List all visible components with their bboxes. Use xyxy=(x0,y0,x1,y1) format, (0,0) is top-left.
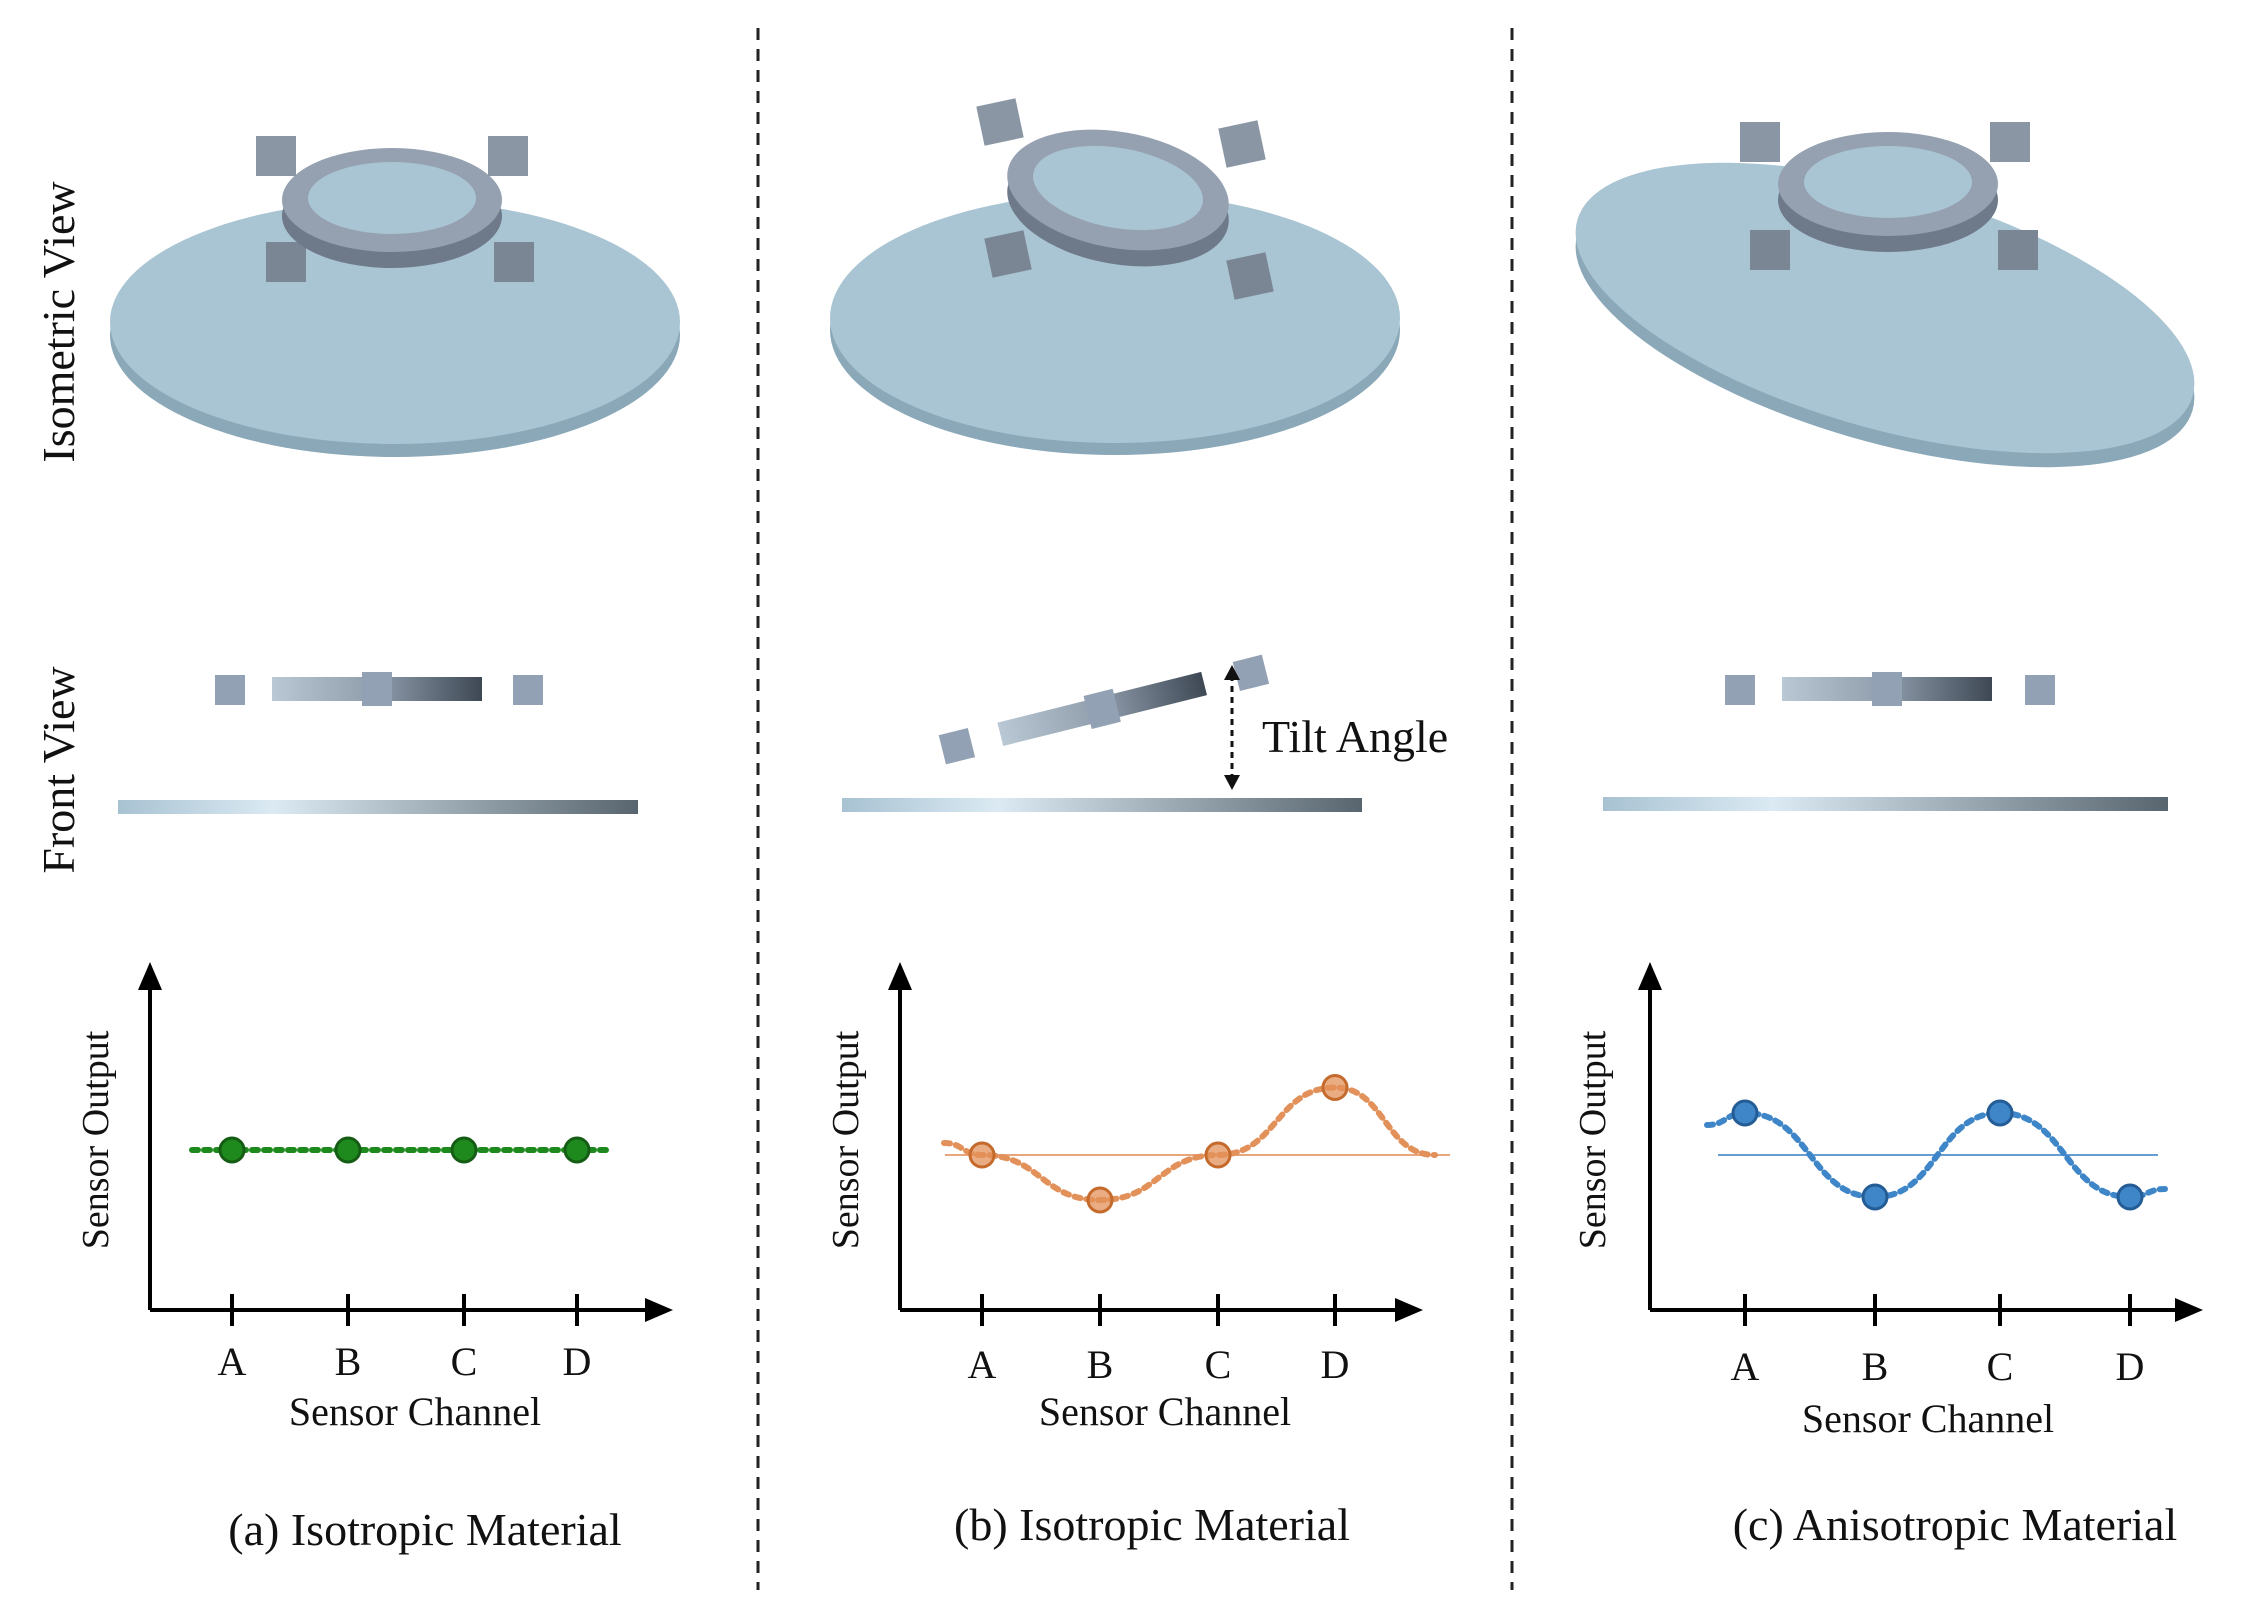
plot-b-marks: A B C D xyxy=(941,1074,1450,1387)
caption-c: (c) Anisotropic Material xyxy=(1733,1499,2178,1550)
data-point xyxy=(2116,1183,2144,1211)
caption-a: (a) Isotropic Material xyxy=(228,1504,621,1555)
isometric-view-b xyxy=(830,98,1400,455)
data-point xyxy=(1321,1074,1349,1101)
data-point xyxy=(334,1136,362,1164)
x-tick-label: D xyxy=(563,1339,592,1384)
front-view-a xyxy=(118,672,638,814)
data-point xyxy=(1861,1183,1889,1211)
plate xyxy=(1575,162,2195,454)
x-axis-label: Sensor Channel xyxy=(1039,1389,1291,1434)
sensor-plot-a: A B C D Sensor Output Sensor Channel xyxy=(75,962,673,1434)
tilt-arrow xyxy=(1224,665,1240,790)
x-tick-label: B xyxy=(1862,1344,1889,1389)
x-tick-label: C xyxy=(1987,1344,2014,1389)
data-point xyxy=(968,1141,996,1169)
x-tick-label: C xyxy=(1205,1342,1232,1387)
plot-a-marks: A B C D xyxy=(189,1136,610,1384)
data-point xyxy=(563,1136,591,1164)
isometric-view-c xyxy=(1575,122,2195,468)
tilt-angle-label: Tilt Angle xyxy=(1262,711,1448,762)
y-axis-label: Sensor Output xyxy=(825,1030,867,1249)
data-point xyxy=(1731,1099,1759,1127)
series-line xyxy=(941,1084,1438,1204)
x-tick-label: D xyxy=(1321,1342,1350,1387)
front-view-c xyxy=(1603,672,2168,811)
x-tick-label: C xyxy=(451,1339,478,1384)
x-axis-label: Sensor Channel xyxy=(1802,1396,2054,1441)
x-tick-label: B xyxy=(335,1339,362,1384)
sensor-plot-b: A B C D Sensor Output Sensor Channel xyxy=(825,962,1450,1434)
x-tick-label: B xyxy=(1087,1342,1114,1387)
plate-side xyxy=(842,798,1362,812)
x-tick-label: A xyxy=(968,1342,997,1387)
data-point xyxy=(1986,1099,2014,1127)
plate-side xyxy=(1603,797,2168,811)
x-tick-label: D xyxy=(2116,1344,2145,1389)
y-axis-label: Sensor Output xyxy=(1572,1030,1614,1249)
data-point xyxy=(218,1136,246,1164)
sensor-plot-c: A B C D Sensor Output Sensor Channel xyxy=(1572,962,2203,1441)
data-point xyxy=(450,1136,478,1164)
x-axis-label: Sensor Channel xyxy=(289,1389,541,1434)
y-axis-label: Sensor Output xyxy=(75,1030,117,1249)
data-point xyxy=(1204,1141,1232,1169)
caption-b: (b) Isotropic Material xyxy=(954,1499,1350,1550)
x-tick-label: A xyxy=(218,1339,247,1384)
front-view-b xyxy=(938,654,1270,765)
plate-side xyxy=(118,800,638,814)
data-point xyxy=(1086,1186,1114,1214)
x-tick-label: A xyxy=(1731,1344,1760,1389)
panel-b: Tilt Angle A B C D Sensor Output Sensor Cha… xyxy=(825,98,1450,1550)
plot-c-marks: A B C D xyxy=(1704,1099,2168,1389)
panel-c: A B C D Sensor Output Sensor Channel (c) An… xyxy=(1572,122,2203,1550)
panel-a: A B C D Sensor Output Sensor Channel (a) Is… xyxy=(75,136,680,1555)
row-label-front: Front View xyxy=(33,666,84,874)
isometric-view-a xyxy=(110,136,680,457)
plate xyxy=(110,200,680,444)
row-label-isometric: Isometric View xyxy=(33,181,84,463)
